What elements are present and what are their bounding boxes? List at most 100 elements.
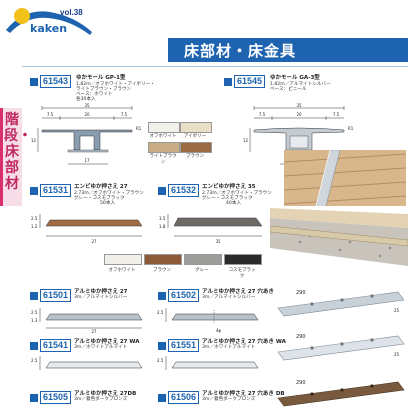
product-code: 61543 (40, 75, 72, 88)
code-marker (30, 292, 38, 300)
product-spec: 1.82m／オフホワイト・アイボリー・ (76, 82, 155, 87)
code-marker (30, 78, 38, 86)
dim-label: 2.5 (31, 310, 38, 315)
dim-label: 7.5 (47, 112, 54, 117)
code-marker (158, 187, 166, 195)
dim-label: 20 (296, 112, 302, 117)
product-spec: ライトブラウン・ブラウン (76, 87, 132, 92)
dim-label: 290 (296, 334, 306, 340)
product-spec: 3m／アルマイトシルバー (202, 295, 256, 300)
dim-label: 2.5 (31, 216, 38, 221)
product-name: アルミゆか押さえ 27 (74, 289, 128, 295)
product-code: 61551 (168, 339, 200, 352)
code-marker (30, 394, 38, 402)
dim-label: R1 (136, 126, 142, 131)
al27-holed-profile-diagram: 2.5 4φ (157, 308, 259, 333)
swatch-label: コスモブラック (228, 268, 256, 279)
product-code: 61501 (40, 289, 72, 302)
code-marker (158, 342, 166, 350)
product-spec: ベース：ホワイト (76, 92, 113, 97)
swatch-brown (144, 254, 182, 265)
dim-label: 27 (91, 239, 97, 244)
product-spec: 3m／アルマイトシルバー (74, 295, 128, 300)
volume-label: vol.38 (60, 8, 83, 17)
dim-label: 2.5 (31, 358, 38, 363)
swatch-label: ライトブラウン (149, 154, 177, 165)
carpet-photo (270, 206, 408, 266)
product-name: アルミゆか押さえ 27 穴あき (202, 289, 274, 295)
product-spec: 50本入 (100, 201, 116, 206)
code-marker (158, 292, 166, 300)
swatch-label: オフホワイト (108, 268, 136, 273)
al27-profile-diagram: 2.5 1.3 27 (31, 308, 143, 334)
dim-label: 4φ (216, 328, 222, 333)
dim-label: 25 (394, 308, 400, 313)
side-tab-label: 階段・床部材 (4, 112, 32, 192)
side-tab (0, 108, 22, 206)
dim-label: 12 (31, 138, 37, 143)
product-spec: 3m／着色ダークブロンズ (74, 397, 128, 402)
floor-photo-ga (284, 150, 406, 214)
product-spec: 2.73m／オフホワイト・ブラウン (74, 191, 144, 196)
product-name: ゆかモール GP-1型 (76, 75, 126, 81)
product-spec: 2.73m／オフホワイト・ブラウン (202, 191, 272, 196)
product-name: エンビゆか押さえ 35 (202, 184, 256, 190)
dim-label: 290 (296, 380, 306, 386)
dim-label: 17 (84, 158, 90, 163)
dim-label: 35 (84, 103, 90, 108)
dim-label: 20 (84, 112, 90, 117)
dim-label: 7.5 (259, 112, 266, 117)
product-name: エンビゆか押さえ 27 (74, 184, 128, 190)
al27wa-holed-profile-diagram: 2.5 (157, 356, 259, 370)
e35-profile-diagram: 3.5 1.8 35 (159, 214, 263, 244)
header-bar (168, 38, 408, 62)
product-name: アルミゆか押さえ 27 穴あき DB (202, 391, 285, 397)
side-tab-stripe (0, 108, 3, 206)
dim-label: 290 (296, 290, 306, 296)
product-name: ゆかモール GA-3型 (270, 75, 320, 81)
dim-label: R1 (348, 126, 354, 131)
product-spec: 3m／ホワイトアルマイト (74, 345, 128, 350)
swatch-label: グレー (195, 268, 209, 273)
swatch-offwhite (104, 254, 142, 265)
swatch-label: ブラウン (186, 154, 204, 159)
dim-label: 27 (91, 329, 97, 334)
product-code: 61545 (234, 75, 266, 88)
product-spec: 各30本入 (76, 97, 96, 102)
content-frame (22, 66, 408, 409)
code-marker (30, 342, 38, 350)
dim-label: 7.5 (333, 112, 340, 117)
swatch-ivory (180, 122, 212, 133)
product-code: 61502 (168, 289, 200, 302)
dim-label: 1.3 (31, 318, 38, 323)
dim-label: 35 (296, 103, 302, 108)
dim-label: 1.2 (31, 224, 38, 229)
swatch-label: ブラウン (153, 268, 171, 273)
product-code: 61531 (40, 184, 72, 197)
swatch-brown (180, 142, 212, 153)
dim-label: 1.8 (159, 224, 166, 229)
product-code: 61541 (40, 339, 72, 352)
product-spec: グレー・コスモブラック (202, 196, 253, 201)
swatch-label: オフホワイト (149, 134, 177, 139)
code-marker (224, 78, 232, 86)
product-name: アルミゆか押さえ 27DB (74, 391, 137, 397)
dim-label: 12 (243, 138, 249, 143)
svg-text:kaken: kaken (30, 22, 67, 35)
dim-label: 2.5 (157, 358, 164, 363)
swatch-label: アイボリー (183, 134, 207, 139)
product-spec: 3m／着色ダークブロンズ (202, 397, 256, 402)
product-name: アルミゆか押さえ 27 WA (74, 339, 140, 345)
e27-profile-diagram: 2.5 1.2 27 (31, 214, 143, 244)
enbi-color-swatches: オフホワイト ブラウン グレー コスモブラック (104, 254, 264, 279)
product-spec: ベース：ビニール (270, 87, 307, 92)
dim-label: 7.5 (121, 112, 128, 117)
product-spec: 40本入 (226, 201, 242, 206)
dim-label: 35 (215, 239, 221, 244)
al27wa-profile-diagram: 2.5 (31, 356, 143, 370)
swatch-offwhite (148, 122, 180, 133)
page-title: 床部材・床金具 (184, 42, 297, 60)
product-code: 61506 (168, 391, 200, 404)
dim-label: 25 (394, 352, 400, 357)
kaken-logo: kaken (6, 8, 92, 35)
